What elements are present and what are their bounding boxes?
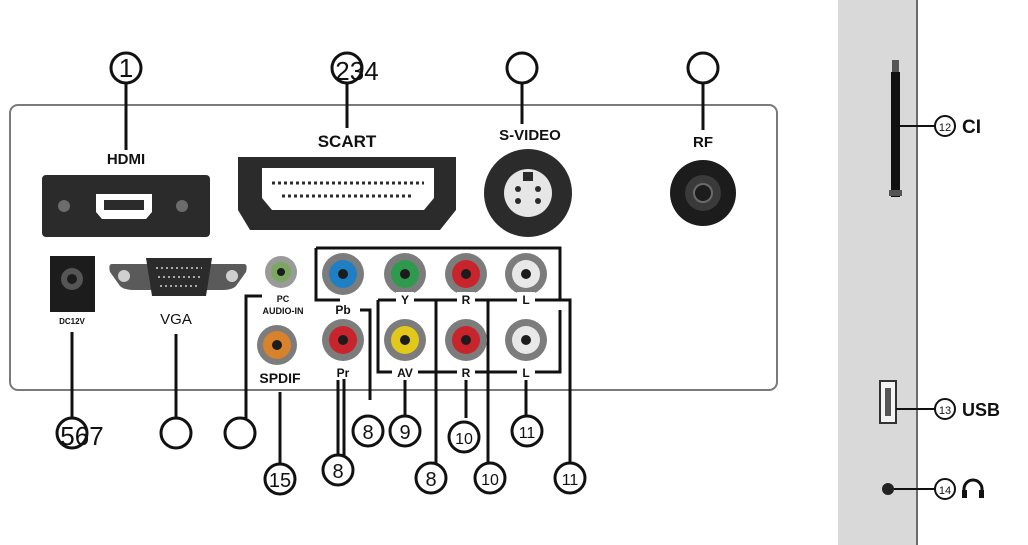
- spdif-label: SPDIF: [259, 370, 301, 386]
- callout-14: [934, 478, 956, 500]
- callout-rf: [686, 51, 720, 85]
- av-r-label: R: [462, 366, 471, 380]
- dc12v-port: [50, 256, 95, 312]
- av-l-jack: [505, 319, 547, 361]
- component-l-label: L: [522, 293, 529, 307]
- callout-vga: [159, 416, 193, 450]
- headphone-jack: [882, 483, 894, 495]
- callout-svideo: [505, 51, 539, 85]
- component-r-jack: [445, 253, 487, 295]
- callout-15-number: 15: [269, 470, 291, 492]
- pb-jack: [322, 253, 364, 295]
- callout-14-number: 14: [939, 485, 951, 497]
- callout-567: [55, 416, 89, 450]
- callout-13-number: 13: [939, 405, 951, 417]
- callout-10-a: [447, 420, 481, 454]
- av-label: AV: [397, 366, 413, 380]
- callout-10-b: [473, 461, 507, 495]
- callout-8-a-number: 8: [362, 422, 373, 444]
- hdmi-label: HDMI: [107, 151, 145, 168]
- callout-8-b: [321, 453, 355, 487]
- y-jack: [384, 253, 426, 295]
- pb-label: Pb: [335, 303, 350, 317]
- callout-9-number: 9: [399, 422, 410, 444]
- callout-9: [388, 414, 422, 448]
- headphone-icon: [962, 478, 984, 498]
- rf-label: RF: [693, 134, 713, 151]
- callout-1-number: 1: [119, 53, 133, 83]
- dc12v-label: DC12V: [59, 317, 85, 326]
- component-r-label: R: [462, 293, 471, 307]
- av-l-label: L: [522, 366, 529, 380]
- callout-13: [934, 398, 956, 420]
- callout-11-a: [510, 414, 544, 448]
- hdmi-port: [42, 175, 210, 237]
- callout-10-a-number: 10: [455, 431, 473, 448]
- av-video-jack: [384, 319, 426, 361]
- callout-8-a: [351, 414, 385, 448]
- callout-pc-audio: [223, 416, 257, 450]
- usb-port: [879, 380, 897, 424]
- callout-11-b-number: 11: [562, 472, 579, 489]
- vga-port: [109, 258, 247, 296]
- component-l-jack: [505, 253, 547, 295]
- callout-11-b: [553, 461, 587, 495]
- y-label: Y: [401, 293, 409, 307]
- side-panel: [838, 0, 918, 545]
- callout-8-b-number: 8: [332, 461, 343, 483]
- callout-234-number: 234: [335, 56, 378, 86]
- callout-567-number: 567: [60, 421, 103, 451]
- callout-8-c-number: 8: [425, 469, 436, 491]
- usb-label: USB: [962, 400, 1000, 420]
- scart-port: [238, 157, 456, 230]
- callout-8-c: [414, 461, 448, 495]
- vga-label: VGA: [160, 311, 192, 328]
- rf-port: [670, 160, 736, 226]
- callout-12-number: 12: [939, 122, 951, 134]
- callout-12: [934, 115, 956, 137]
- pr-jack: [322, 319, 364, 361]
- callout-11-a-number: 11: [519, 425, 536, 442]
- callout-1: [109, 51, 143, 85]
- callout-15: [263, 462, 297, 496]
- pc-audio-label-1: PC: [277, 294, 290, 304]
- svideo-label: S-VIDEO: [499, 127, 561, 144]
- pc-audio-label-2: AUDIO-IN: [263, 306, 304, 316]
- ci-slot: [889, 60, 902, 197]
- callout-234: [330, 51, 364, 85]
- ci-label: CI: [962, 117, 981, 138]
- scart-label: SCART: [318, 132, 377, 151]
- svideo-port: [484, 149, 572, 237]
- pr-label: Pr: [337, 366, 350, 380]
- av-r-jack: [445, 319, 487, 361]
- callout-10-b-number: 10: [481, 472, 499, 489]
- spdif-jack: [257, 325, 297, 365]
- pc-audio-in-jack: [265, 256, 297, 288]
